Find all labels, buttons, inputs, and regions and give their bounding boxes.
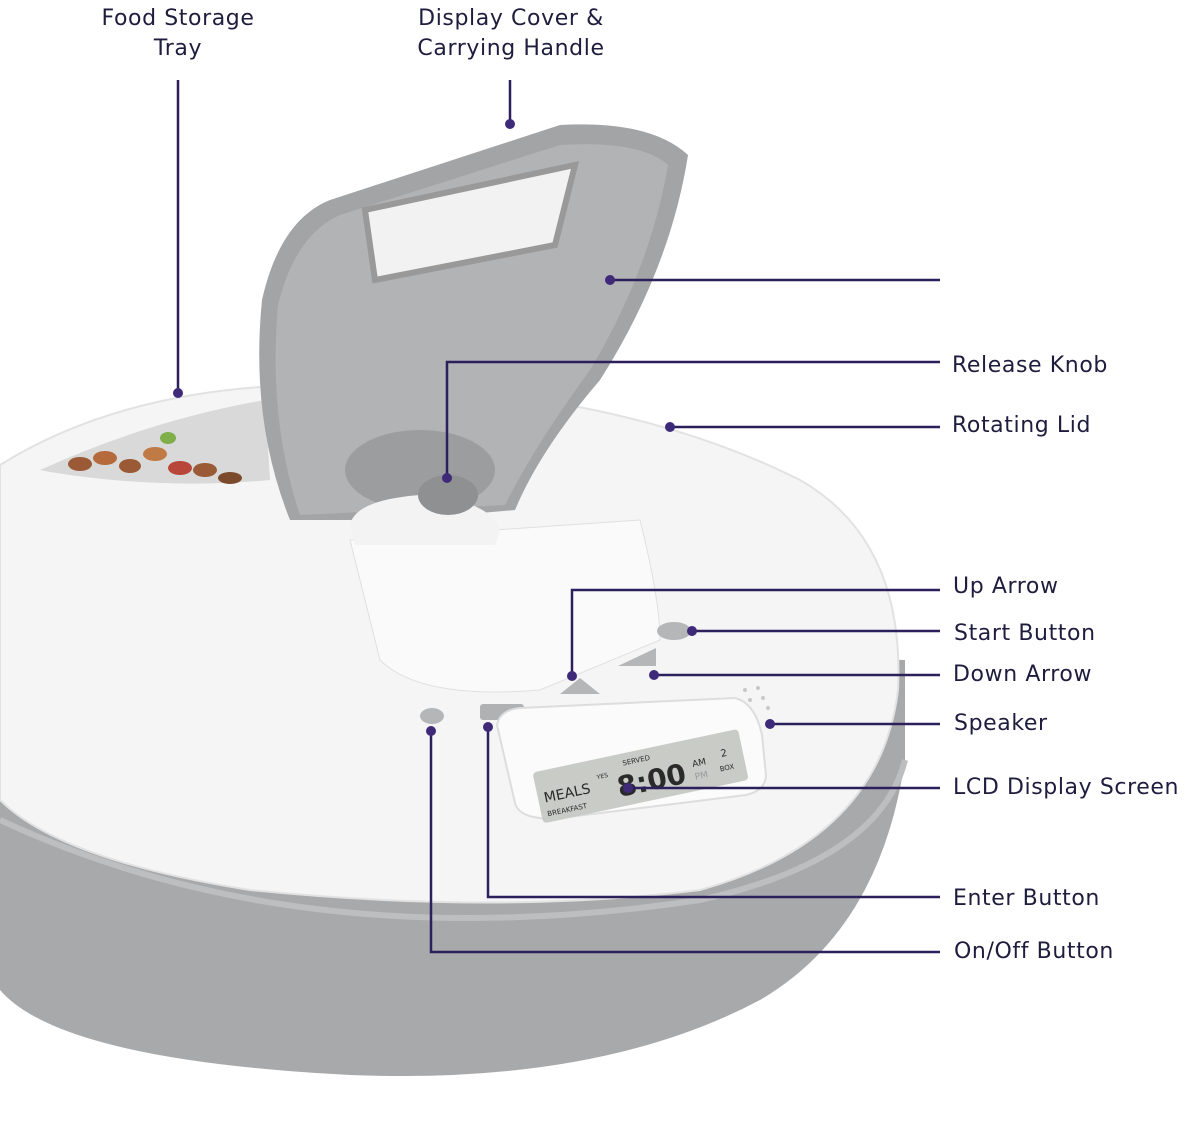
label-on-off-button: On/Off Button — [954, 939, 1114, 964]
label-start-button: Start Button — [954, 621, 1096, 646]
label-display-cover: Display Cover & Carrying Handle — [417, 4, 604, 64]
label-lcd-display: LCD Display Screen — [953, 775, 1180, 800]
label-release-knob: Release Knob — [952, 353, 1108, 378]
down-arrow-button — [618, 648, 656, 666]
start-button — [657, 622, 691, 640]
on-off-button — [420, 708, 444, 724]
lcd-screen — [533, 729, 748, 823]
lcd-am: AM — [691, 757, 707, 770]
label-enter-button: Enter Button — [953, 886, 1100, 911]
lcd-yes: YES — [595, 772, 609, 781]
release-knob — [418, 475, 478, 515]
label-food-storage-tray: Food Storage Tray — [101, 4, 254, 64]
label-line: Tray — [153, 36, 203, 61]
label-line: Carrying Handle — [417, 36, 605, 61]
callout-dots — [173, 119, 775, 793]
label-line: Food Storage — [101, 6, 255, 31]
lcd-pm: PM — [694, 770, 709, 783]
kibble — [68, 432, 242, 484]
up-arrow-button — [560, 678, 600, 694]
lcd-box: BOX — [719, 763, 735, 774]
label-speaker: Speaker — [954, 711, 1048, 736]
label-line: Display Cover & — [418, 6, 604, 31]
speaker-holes — [743, 686, 770, 710]
label-down-arrow: Down Arrow — [953, 662, 1093, 687]
label-up-arrow: Up Arrow — [953, 574, 1059, 599]
handle-grip — [361, 161, 580, 284]
callout-lines — [176, 80, 940, 954]
label-rotating-lid: Rotating Lid — [952, 413, 1092, 438]
lcd-box-number: 2 — [720, 748, 729, 760]
